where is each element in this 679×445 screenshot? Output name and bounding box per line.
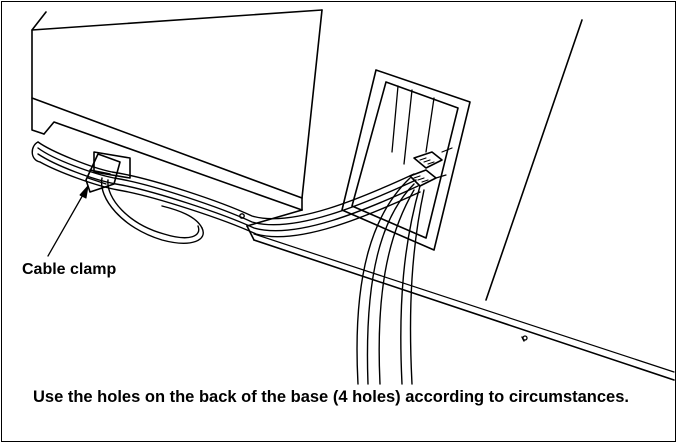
cable-clamp-label: Cable clamp: [22, 261, 117, 278]
cable-clamp-callout-arrow: [47, 185, 89, 257]
descending-cords: [356, 177, 425, 385]
wall-outlet-plate: [341, 69, 471, 251]
base-panel: [246, 19, 675, 381]
power-plugs: [409, 147, 453, 187]
cabinet-body: [31, 9, 323, 227]
cable-bundle: [31, 141, 421, 244]
figure-caption: Use the holes on the back of the base (4…: [33, 388, 629, 406]
cable-clamp: [85, 151, 131, 193]
